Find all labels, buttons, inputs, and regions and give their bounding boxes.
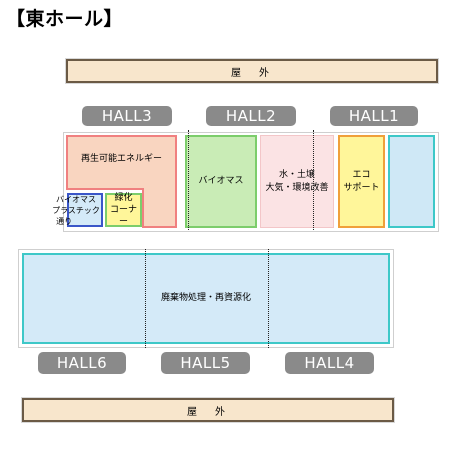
hall2-label: HALL2 xyxy=(206,106,296,126)
hall6-text: HALL6 xyxy=(56,354,108,372)
eco-line2: サポート xyxy=(343,182,380,193)
renewable-text: 再生可能エネルギー xyxy=(80,153,162,164)
outdoor-top: 屋 外 xyxy=(66,59,438,83)
zone-renewable-energy-label: 再生可能エネルギー xyxy=(66,148,177,170)
zone-eco-support: エコ サポート xyxy=(338,135,385,228)
hall4-label: HALL4 xyxy=(285,352,374,374)
hall3-label: HALL3 xyxy=(82,106,172,126)
hall6-label: HALL6 xyxy=(38,352,126,374)
greening-line1: 緑化 xyxy=(114,193,133,203)
divider-hall2-hall1 xyxy=(313,130,314,230)
eco-line1: エコ xyxy=(352,169,371,180)
divider-hall3-hall2 xyxy=(188,130,189,230)
outdoor-bottom-label: 屋 外 xyxy=(187,406,229,418)
greening-line2: コーナー xyxy=(109,205,137,227)
page-title: 【東ホール】 xyxy=(6,8,124,30)
divider-hall5-hall4 xyxy=(268,249,269,348)
water-line1: 水・土壌 xyxy=(278,169,315,180)
zone-hall1-right xyxy=(388,135,435,228)
hall2-text: HALL2 xyxy=(225,107,277,125)
zone-biomass: バイオマス xyxy=(185,135,257,228)
outdoor-top-label: 屋 外 xyxy=(231,67,273,79)
water-line2: 大気・環境改善 xyxy=(265,182,329,193)
zone-waste-recycling: 廃棄物処理・再資源化 xyxy=(22,253,390,344)
biomass-street-line3: 通り xyxy=(56,216,73,226)
hall1-text: HALL1 xyxy=(348,107,400,125)
hall5-label: HALL5 xyxy=(161,352,250,374)
zone-water-soil-air: 水・土壌 大気・環境改善 xyxy=(260,135,334,228)
hall4-text: HALL4 xyxy=(304,354,355,372)
outdoor-bottom: 屋 外 xyxy=(22,398,394,422)
hall5-text: HALL5 xyxy=(180,354,231,372)
zone-greening-corner: 緑化 コーナー xyxy=(105,193,142,227)
hall3-text: HALL3 xyxy=(101,107,153,125)
divider-hall6-hall5 xyxy=(145,249,146,348)
hall1-label: HALL1 xyxy=(330,106,418,126)
biomass-street-line1: バイオマス xyxy=(56,194,96,204)
biomass-text: バイオマス xyxy=(198,176,244,186)
waste-text: 廃棄物処理・再資源化 xyxy=(160,293,251,303)
biomass-street-line2: プラスチック xyxy=(52,205,100,215)
zone-biomass-plastic-street: バイオマス プラスチック 通り xyxy=(52,193,103,227)
